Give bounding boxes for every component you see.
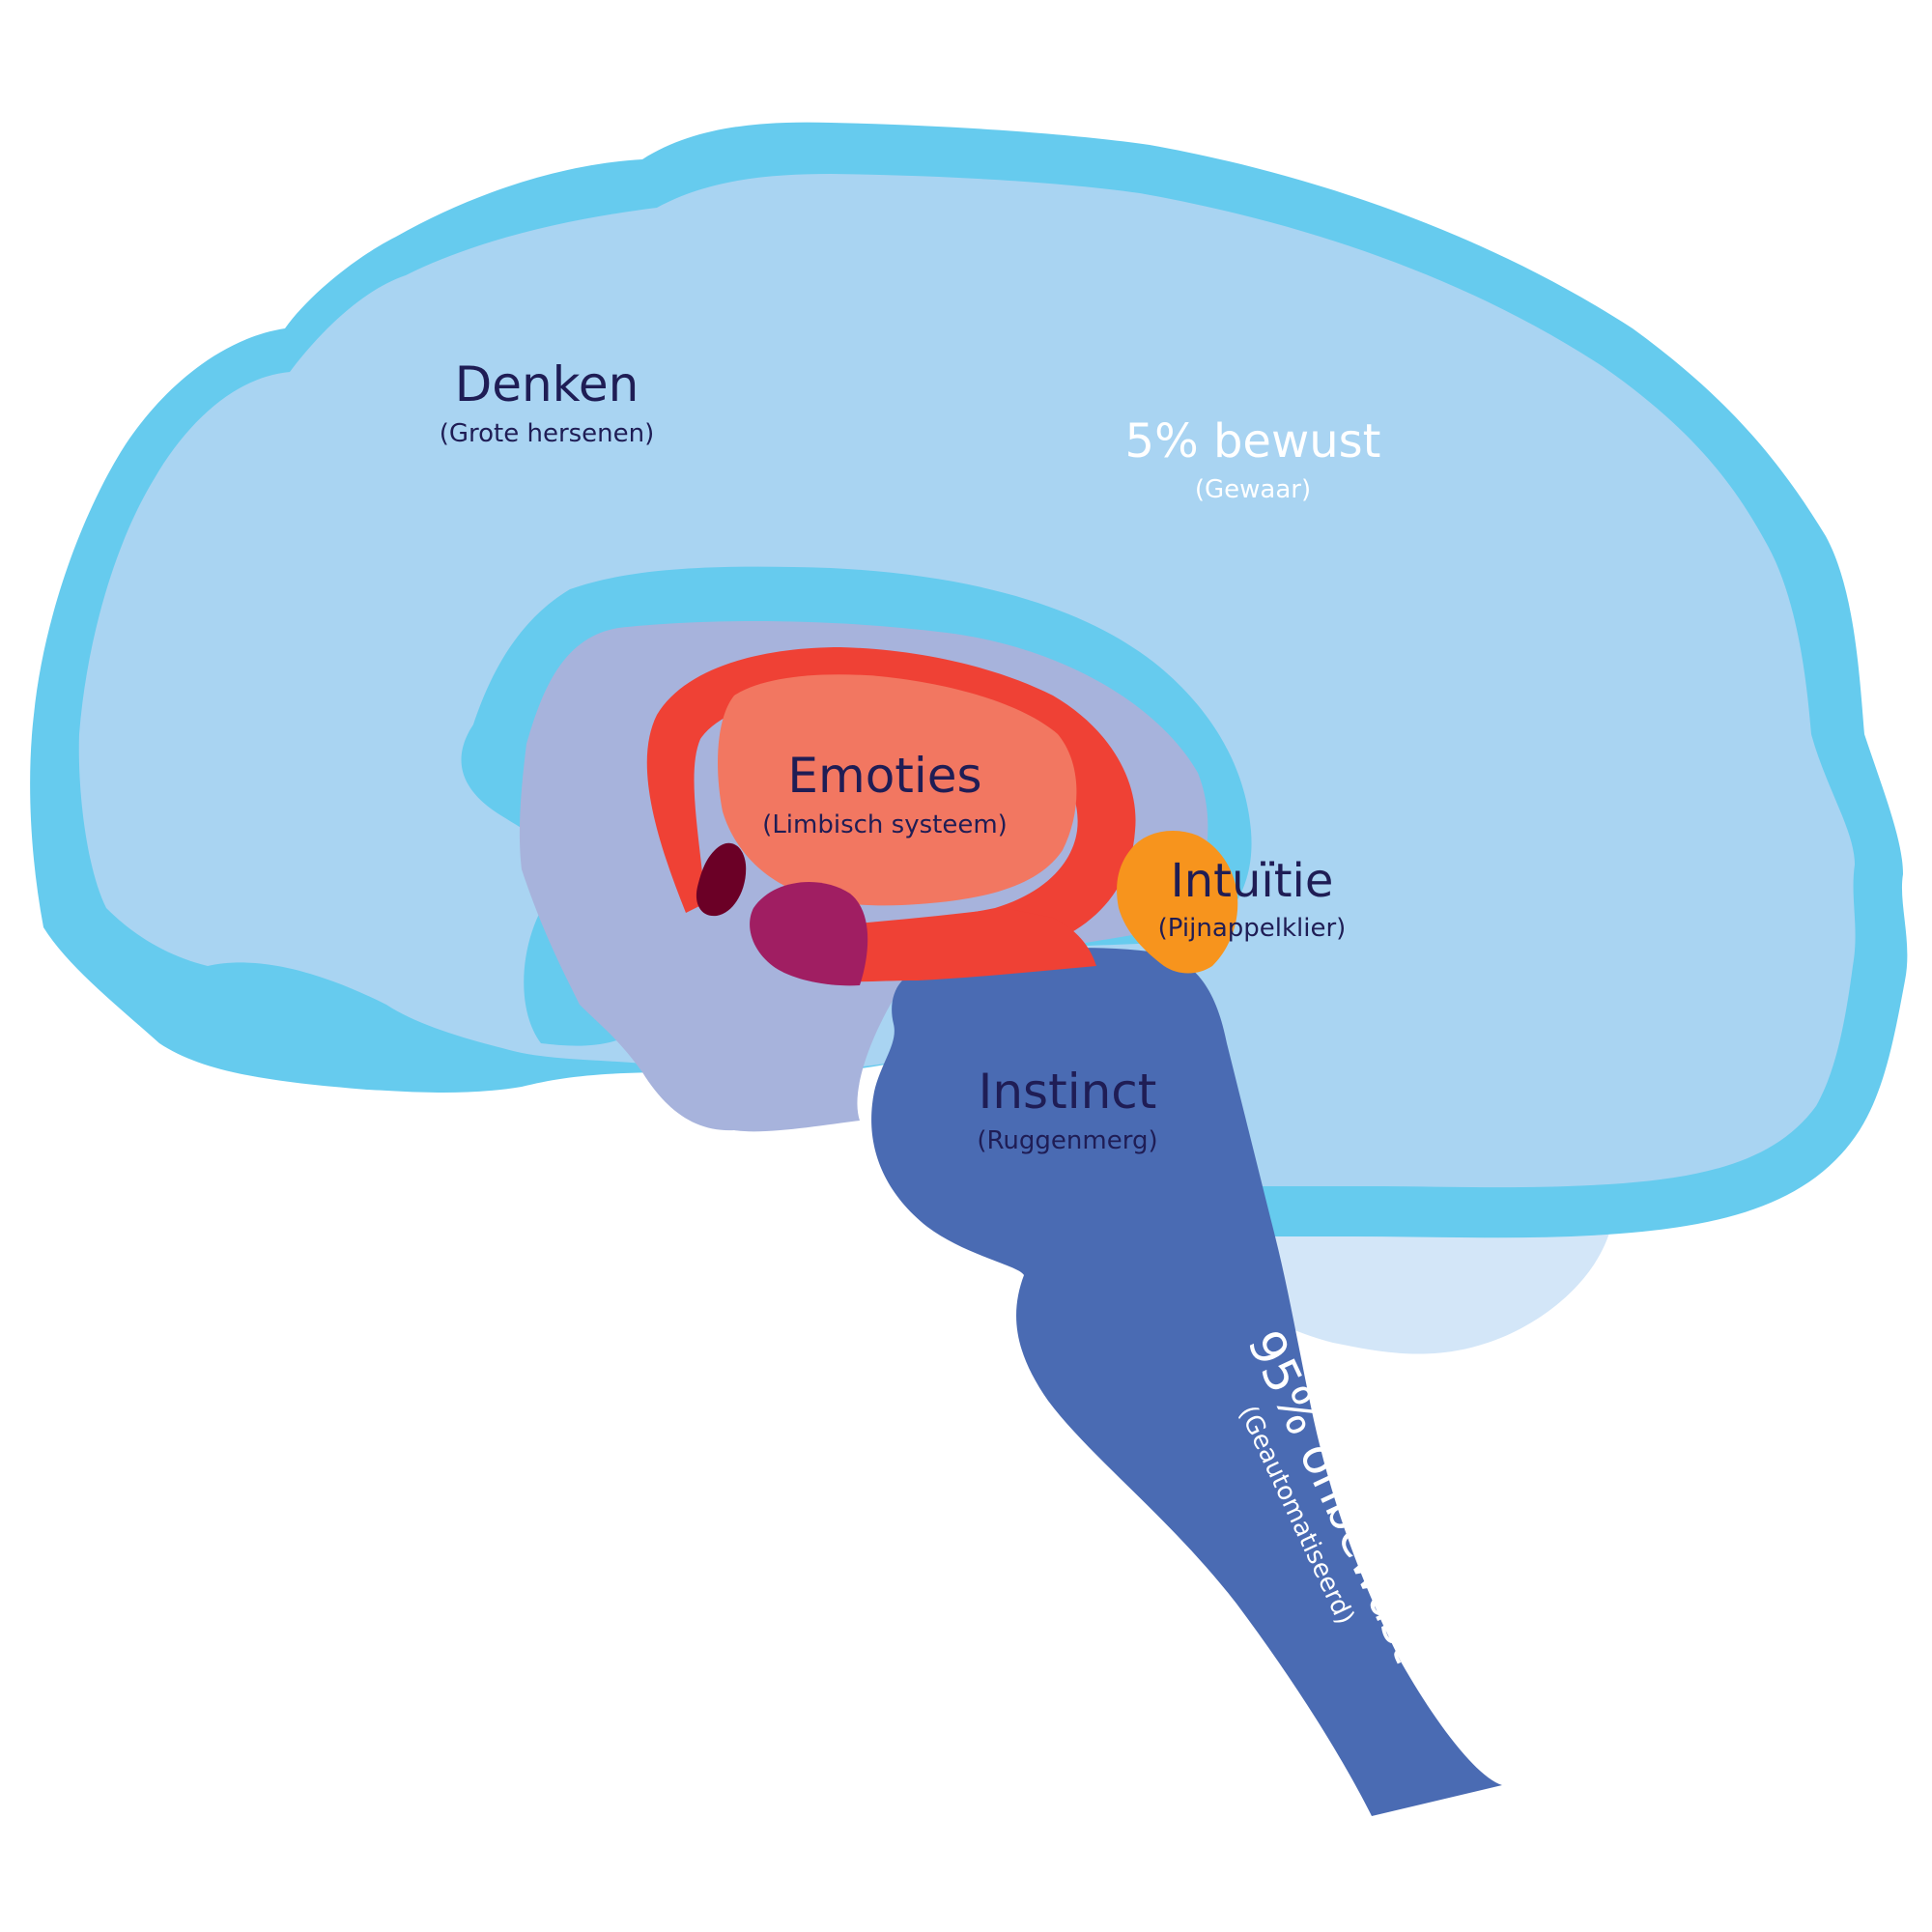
conscious-title: 5% bewust bbox=[1125, 414, 1381, 469]
thinking-subtitle: (Grote hersenen) bbox=[440, 419, 655, 448]
emotions-subtitle: (Limbisch systeem) bbox=[762, 810, 1008, 839]
instinct-title: Instinct bbox=[979, 1064, 1157, 1120]
intuition-subtitle: (Pijnappelklier) bbox=[1158, 914, 1347, 943]
amygdala bbox=[750, 882, 868, 986]
small-nucleus bbox=[696, 842, 747, 917]
emotions-title: Emoties bbox=[787, 748, 981, 804]
brainstem bbox=[871, 948, 1502, 1816]
limbic-tail bbox=[811, 908, 1096, 982]
intuition-title: Intuïtie bbox=[1171, 854, 1334, 908]
thinking-title: Denken bbox=[455, 356, 639, 412]
limbic-core bbox=[718, 674, 1077, 906]
pineal-gland bbox=[1117, 831, 1238, 974]
instinct-subtitle: (Ruggenmerg) bbox=[977, 1126, 1157, 1155]
conscious-subtitle: (Gewaar) bbox=[1195, 475, 1311, 504]
